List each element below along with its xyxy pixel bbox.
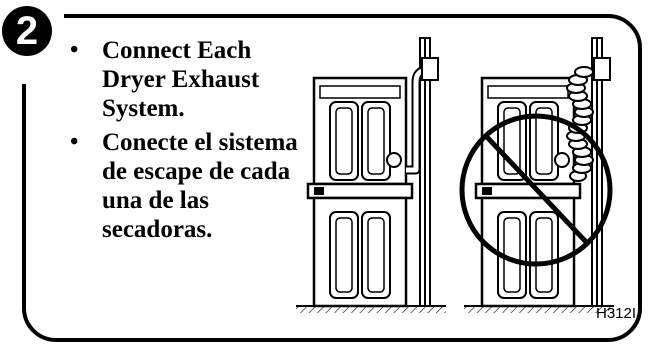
- floor-hatch: [464, 306, 614, 313]
- figure-code: H312I: [596, 305, 637, 322]
- incorrect-dryer-stack: [459, 37, 614, 313]
- dryer-illustration: [296, 37, 614, 313]
- dryer-knob: [386, 152, 402, 168]
- bullet-icon: •: [70, 37, 79, 63]
- lower-dryer: [312, 196, 408, 308]
- prohibited-slash: [484, 134, 590, 246]
- step-number-badge: 2: [2, 6, 52, 56]
- instruction-text: Connect Each Dryer Exhaust System.: [102, 37, 260, 122]
- bullet-icon: •: [70, 129, 79, 155]
- dryer-knob: [554, 152, 570, 168]
- instruction-text: Conecte el sistema de escape de cada una…: [102, 129, 298, 243]
- instruction-list: • Connect Each Dryer Exhaust System. • C…: [58, 36, 298, 249]
- correct-dryer-stack: [296, 37, 446, 313]
- instruction-english: • Connect Each Dryer Exhaust System.: [58, 36, 298, 123]
- floor-hatch: [296, 306, 446, 313]
- instruction-spanish: • Conecte el sistema de escape de cada u…: [58, 128, 298, 244]
- prohibited-circle-icon: [459, 113, 613, 267]
